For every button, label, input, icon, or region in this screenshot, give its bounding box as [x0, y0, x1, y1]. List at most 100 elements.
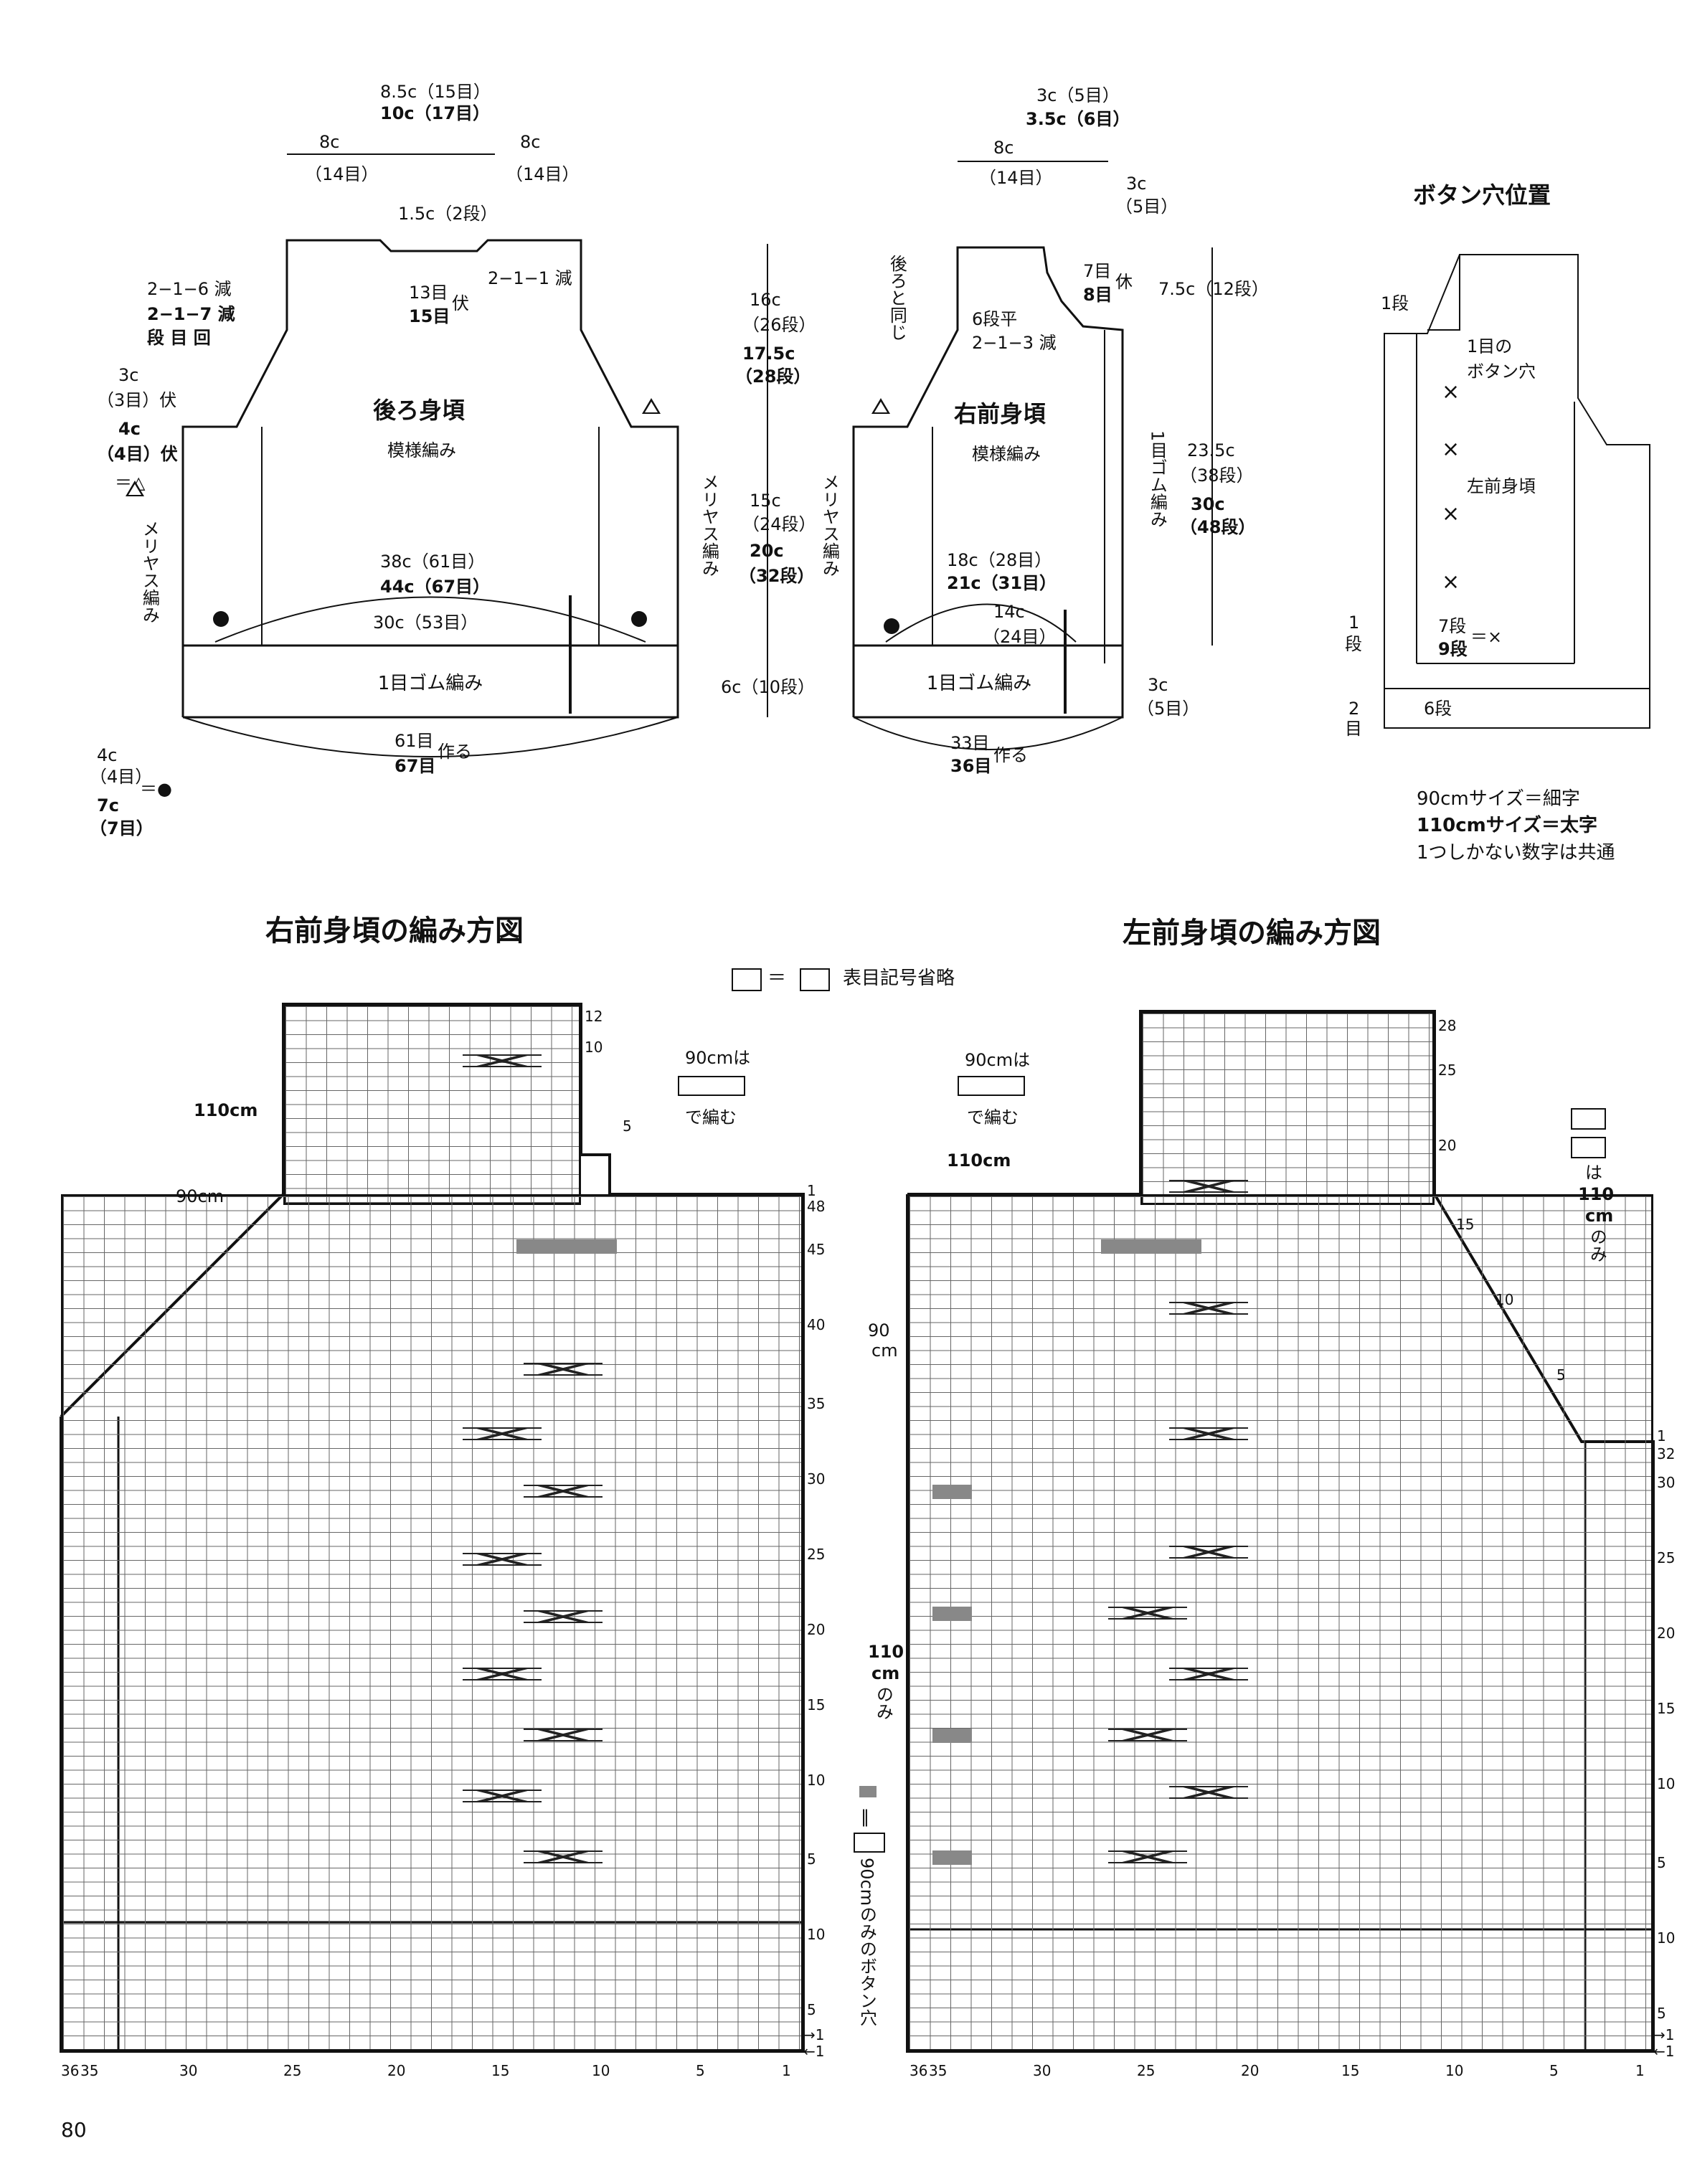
- cable-l2: [1169, 1302, 1248, 1315]
- chart-left-90-label: 90: [868, 1320, 890, 1341]
- front-height-1: 7.5c（12段）: [1158, 279, 1269, 299]
- rownum-r-arrow-out: ←1: [803, 2043, 825, 2060]
- colnum-l-20: 20: [1241, 2062, 1260, 2079]
- rownum-r-20: 20: [807, 1621, 826, 1638]
- cable-r3: [463, 1427, 542, 1440]
- legend-empty-box: [732, 968, 762, 991]
- back-armhole-bind-stitches: （3目）伏: [97, 390, 177, 410]
- chart-right-grid-main: [61, 1194, 803, 2051]
- rownum-r-rib10: 10: [807, 1926, 826, 1943]
- back-stockinette-right: メリヤス編み: [699, 473, 719, 577]
- legend-knit-box: [800, 968, 830, 991]
- rownum-l-32: 32: [1657, 1445, 1676, 1462]
- rownum-l-15: 15: [1456, 1216, 1475, 1233]
- front-neck-rest: 7目: [1083, 261, 1112, 281]
- front-band-stitches: （5目）: [1115, 197, 1178, 217]
- front-height-2-rows: （38段）: [1180, 465, 1254, 486]
- colnum-l-36: 36: [909, 2062, 928, 2079]
- rownum-r-10b: 10: [807, 1772, 826, 1789]
- colnum-r-10: 10: [592, 2062, 610, 2079]
- triangle-legend: [126, 481, 144, 496]
- buttonhole-hole: 1目の: [1467, 336, 1513, 356]
- back-stockinette-left: メリヤス編み: [139, 520, 160, 623]
- rownum-r-48: 48: [807, 1198, 826, 1215]
- colnum-r-30: 30: [179, 2062, 198, 2079]
- back-neck-bind: 13目: [409, 283, 448, 303]
- front-outline: [852, 246, 1124, 719]
- buttonhole-row-1-unit: 段: [1345, 634, 1362, 654]
- back-neck-depth: 1.5c（2段）: [398, 204, 498, 224]
- front-band-bottom-stitches: （5目）: [1137, 699, 1200, 719]
- cable-l7: [1108, 1729, 1187, 1741]
- only110-box-1: [1571, 1108, 1606, 1130]
- button-legend-note: 90cmのみのボタン穴: [856, 1858, 877, 2027]
- back-armhole-bind-110-stitches: （4目）伏: [97, 444, 178, 464]
- front-inner: 14c: [993, 602, 1025, 622]
- back-shoulder-right-stitches: （14目）: [506, 164, 580, 184]
- only110-left-nomi: のみ: [873, 1686, 894, 1720]
- buttonhole-x-1: ×: [1442, 379, 1460, 405]
- front-neck-rows: 6段平: [972, 309, 1018, 329]
- colnum-l-25: 25: [1137, 2062, 1156, 2079]
- colnum-l-35: 35: [929, 2062, 948, 2079]
- front-neck-rest-mark: 休: [1115, 272, 1133, 292]
- colnum-r-20: 20: [387, 2062, 406, 2079]
- front-shoulder: 8c: [993, 138, 1014, 158]
- back-pattern: 模様編み: [387, 440, 456, 460]
- rownum-l-10: 10: [1496, 1291, 1514, 1308]
- back-neck-bind-110: 15目: [409, 306, 450, 326]
- back-inner-width: 30c（53目）: [373, 613, 478, 633]
- rownum-l-25: 25: [1438, 1062, 1457, 1079]
- rownum-l-rib5: 5: [1657, 2005, 1666, 2022]
- legend-symbol-text: 表目記号省略: [843, 968, 955, 989]
- chart-left-title: 左前身頃の編み方図: [1123, 917, 1381, 950]
- height-mid-110: 20c: [750, 541, 784, 561]
- chart-right-110-label: 110cm: [194, 1100, 258, 1120]
- chart-left-shaded-4: [932, 1850, 972, 1865]
- front-pattern: 模様編み: [972, 444, 1041, 464]
- front-cast-on-110: 36目: [950, 756, 992, 776]
- colnum-r-25: 25: [283, 2062, 302, 2079]
- common-note: 1つしかない数字は共通: [1417, 842, 1615, 864]
- back-cast-on-mark: 作る: [438, 742, 472, 762]
- buttonhole-rows6: 6段: [1424, 699, 1452, 719]
- front-neck-decrease: 2−1−3 減: [972, 333, 1057, 353]
- front-rib-band: 1目ゴム編み: [1147, 430, 1168, 528]
- front-same-as-back: 後ろと同じ: [887, 255, 907, 341]
- only110-left-cm: cm: [871, 1663, 900, 1683]
- chart-left-note-bottom: で編む: [967, 1107, 1019, 1128]
- cable-l4: [1169, 1546, 1248, 1559]
- front-inner-stitches: （24目）: [983, 627, 1057, 647]
- buttonhole-rows7: 7段: [1438, 616, 1467, 636]
- rownum-l-5: 5: [1556, 1366, 1566, 1384]
- back-neck-width: 8.5c（15目）: [380, 82, 491, 102]
- back-width-110: 44c（67目）: [380, 577, 491, 597]
- cable-r2: [524, 1363, 603, 1376]
- front-height-2: 23.5c: [1187, 440, 1235, 460]
- legend-equals: ＝: [767, 968, 787, 989]
- rownum-l-10b: 10: [1657, 1775, 1676, 1792]
- rownum-r-10: 10: [585, 1039, 603, 1056]
- rownum-r-45: 45: [807, 1241, 826, 1258]
- buttonhole-left-front: 左前身頃: [1467, 476, 1536, 496]
- colnum-r-15: 15: [491, 2062, 510, 2079]
- rownum-l-rib10: 10: [1657, 1929, 1676, 1947]
- chart-left-grid-top: [1140, 1011, 1435, 1205]
- buttonhole-equals-x: ＝×: [1470, 627, 1503, 647]
- front-title: 右前身頃: [954, 400, 1046, 427]
- cable-r1: [463, 1054, 542, 1067]
- triangle-marker: [642, 398, 661, 414]
- chart-left-shaded: [1101, 1239, 1201, 1254]
- front-band-bottom: 3c: [1148, 675, 1168, 695]
- buttonhole-title: ボタン穴位置: [1413, 181, 1551, 209]
- cable-r6: [524, 1610, 603, 1623]
- chart-right-note-bottom: で編む: [685, 1107, 737, 1128]
- rownum-r-12: 12: [585, 1008, 603, 1025]
- rownum-l-5b: 5: [1657, 1854, 1666, 1871]
- back-row-header: 段 目 回: [147, 328, 211, 348]
- rownum-l-20: 20: [1438, 1137, 1457, 1154]
- rownum-l-25b: 25: [1657, 1549, 1676, 1566]
- cable-r7: [463, 1668, 542, 1680]
- cable-r5: [463, 1553, 542, 1566]
- chart-left-shaded-2: [932, 1607, 972, 1621]
